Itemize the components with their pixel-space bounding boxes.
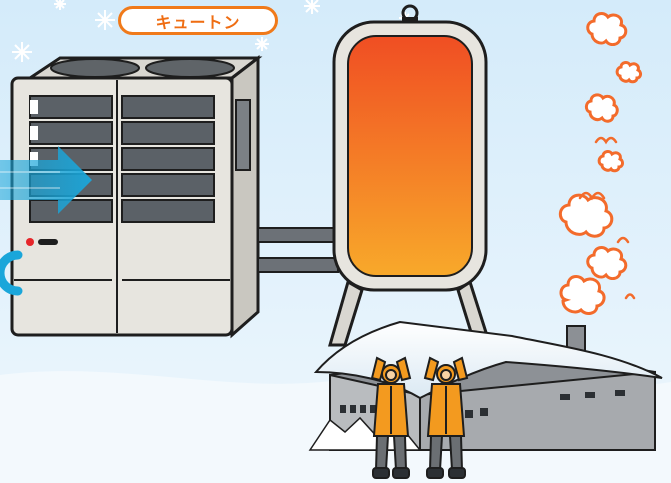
product-label: キュートン (118, 6, 278, 35)
product-label-text: キュートン (155, 9, 240, 33)
